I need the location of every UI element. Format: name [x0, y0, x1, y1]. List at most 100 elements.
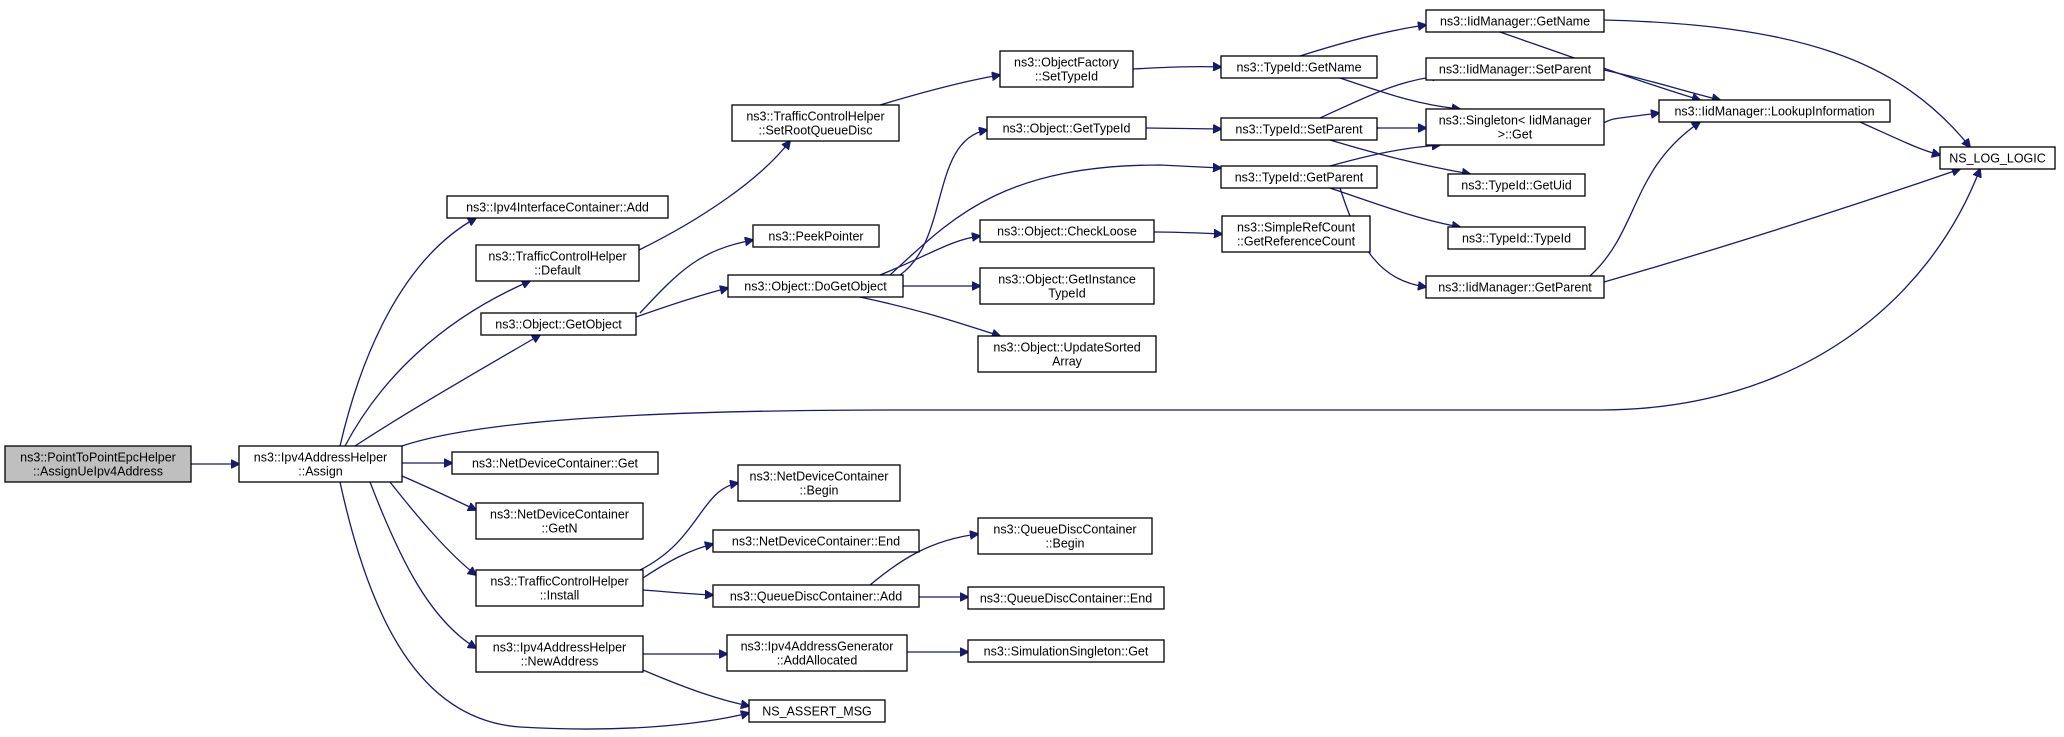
node-tch-install[interactable]: ns3::TrafficControlHelper::Install: [475, 569, 644, 607]
edge-ipv4ah_newaddr-to-ns_assert_msg: [642, 669, 749, 706]
node-label: ::Begin: [800, 484, 839, 498]
edge-path: [1603, 69, 1720, 100]
edge-path: [1589, 122, 1700, 277]
node-label: ns3::IidManager::GetName: [1440, 15, 1590, 29]
node-typeid-getname[interactable]: ns3::TypeId::GetName: [1220, 55, 1378, 79]
node-ns-assert-msg[interactable]: NS_ASSERT_MSG: [748, 699, 886, 723]
edge-iidm_getparent-to-iidm_lookup: [1589, 122, 1700, 277]
edge-obj_dogetobject-to-typeid_getparent: [889, 165, 1221, 276]
node-qdc-end[interactable]: ns3::QueueDiscContainer::End: [967, 586, 1165, 610]
node-label: ns3::Object::CheckLoose: [997, 225, 1137, 239]
edge-obj_getobject-to-obj_dogetobject: [635, 288, 728, 318]
node-label: TypeId: [1048, 287, 1086, 301]
node-label: ns3::TrafficControlHelper: [490, 575, 628, 589]
edge-assign-to-ns_log_logic: [401, 169, 1980, 447]
edge-path: [1329, 187, 1460, 227]
node-label: ns3::SimpleRefCount: [1237, 221, 1356, 235]
node-box: [480, 312, 637, 336]
node-simsingleton-get[interactable]: ns3::SimulationSingleton::Get: [967, 639, 1165, 663]
edge-assign-to-ipv4ah_newaddr: [369, 481, 476, 648]
node-box: [1220, 117, 1378, 141]
node-iidm-lookup[interactable]: ns3::IidManager::LookupInformation: [1658, 99, 1891, 123]
edge-singleton_get-to-iidm_lookup: [1596, 113, 1659, 136]
node-tch-setroot[interactable]: ns3::TrafficControlHelper::SetRootQueueD…: [731, 104, 900, 142]
edge-path: [879, 75, 1000, 106]
node-box: [979, 219, 1155, 243]
node-box: [737, 464, 901, 502]
edge-tch_install-to-qdc_add: [642, 589, 713, 595]
edge-path: [859, 296, 1000, 336]
node-obj-gettypeid[interactable]: ns3::Object::GetTypeId: [986, 116, 1147, 140]
node-tch-default[interactable]: ns3::TrafficControlHelper::Default: [475, 244, 640, 282]
node-box: [999, 50, 1134, 88]
node-label: ns3::QueueDiscContainer: [993, 523, 1136, 537]
node-ns-log-logic[interactable]: NS_LOG_LOGIC: [1939, 146, 2056, 170]
node-singleton-get[interactable]: ns3::Singleton< IidManager >::Get: [1425, 108, 1605, 146]
node-typeid-setparent[interactable]: ns3::TypeId::SetParent: [1220, 117, 1378, 141]
edge-path: [1319, 76, 1440, 119]
node-ndc-get[interactable]: ns3::NetDeviceContainer::Get: [451, 451, 659, 475]
edge-assign-to-obj_getobject: [354, 335, 540, 447]
edge-obj_dogetobject-to-obj_checkloose: [879, 236, 980, 276]
node-label: ns3::TrafficControlHelper: [746, 110, 884, 124]
edge-tch_default-to-tch_setroot: [638, 141, 790, 251]
node-iidm-getparent[interactable]: ns3::IidManager::GetParent: [1425, 275, 1605, 299]
node-box: [451, 451, 659, 475]
edge-path: [1859, 121, 1940, 155]
node-label: ::AssignUeIpv4Address: [33, 465, 163, 479]
node-label: ::NewAddress: [521, 655, 599, 669]
node-simplerefcount[interactable]: ns3::SimpleRefCount::GetReferenceCount: [1221, 215, 1371, 253]
edge-path: [1153, 232, 1222, 234]
node-label: ns3::Ipv4AddressGenerator: [741, 640, 894, 654]
node-label: ::GetReferenceCount: [1237, 235, 1356, 249]
node-label: ns3::NetDeviceContainer::Get: [472, 457, 639, 471]
edge-iidm_lookup-to-ns_log_logic: [1859, 121, 1940, 155]
node-label: ::Begin: [1046, 537, 1085, 551]
edge-path: [889, 165, 1221, 276]
node-label: ns3::Ipv4InterfaceContainer::Add: [466, 201, 649, 215]
node-obj-dogetobject[interactable]: ns3::Object::DoGetObject: [727, 274, 904, 298]
edge-iidm_getname-to-iidm_lookup: [1499, 31, 1700, 100]
node-box: [475, 635, 644, 673]
node-typeid-getparent[interactable]: ns3::TypeId::GetParent: [1220, 165, 1378, 189]
edge-assign-to-ns_assert_msg: [339, 481, 749, 730]
node-label: ns3::Object::GetObject: [495, 318, 622, 332]
node-ipv4ah-newaddr[interactable]: ns3::Ipv4AddressHelper::NewAddress: [475, 635, 644, 673]
node-label: ns3::TypeId::TypeId: [1462, 232, 1571, 246]
edge-path: [1603, 169, 1960, 283]
node-iidm-getname[interactable]: ns3::IidManager::GetName: [1425, 9, 1605, 33]
node-objfactory-settypeid[interactable]: ns3::ObjectFactory::SetTypeId: [999, 50, 1134, 88]
edge-path: [1145, 128, 1221, 129]
edge-path: [401, 169, 1980, 447]
node-ipv4ag-addalloc[interactable]: ns3::Ipv4AddressGenerator::AddAllocated: [726, 634, 908, 672]
node-label: NS_ASSERT_MSG: [762, 705, 872, 719]
node-typeid-typeid[interactable]: ns3::TypeId::TypeId: [1447, 226, 1586, 250]
node-label: ns3::IidManager::LookupInformation: [1674, 105, 1874, 119]
node-peekpointer[interactable]: ns3::PeekPointer: [752, 224, 880, 248]
node-typeid-getuid[interactable]: ns3::TypeId::GetUid: [1447, 173, 1586, 197]
node-label: ns3::Object::GetTypeId: [1003, 122, 1131, 136]
node-assign[interactable]: ns3::Ipv4AddressHelper::Assign: [238, 445, 403, 483]
node-label: ns3::SimulationSingleton::Get: [984, 645, 1149, 659]
edge-path: [1339, 187, 1426, 287]
edge-path: [639, 240, 753, 314]
node-label: ns3::QueueDiscContainer::Add: [730, 590, 902, 604]
node-iidm-setparent[interactable]: ns3::IidManager::SetParent: [1425, 57, 1605, 81]
node-box: [1939, 146, 2056, 170]
node-ndc-getn[interactable]: ns3::NetDeviceContainer::GetN: [475, 502, 644, 540]
node-ndc-begin[interactable]: ns3::NetDeviceContainer::Begin: [737, 464, 901, 502]
node-obj-getobject[interactable]: ns3::Object::GetObject: [480, 312, 637, 336]
edge-path: [401, 475, 476, 510]
edge-typeid_getname-to-singleton_get: [1339, 77, 1460, 109]
edge-path: [1603, 19, 1970, 147]
node-ndc-end[interactable]: ns3::NetDeviceContainer::End: [712, 529, 920, 553]
node-box: [1447, 173, 1586, 197]
edge-path: [1339, 77, 1460, 109]
node-obj-checkloose[interactable]: ns3::Object::CheckLoose: [979, 219, 1155, 243]
node-ipv4ic-add[interactable]: ns3::Ipv4InterfaceContainer::Add: [446, 195, 669, 219]
node-qdc-add[interactable]: ns3::QueueDiscContainer::Add: [712, 584, 920, 608]
node-qdc-begin[interactable]: ns3::QueueDiscContainer::Begin: [977, 517, 1153, 555]
node-label: ns3::TrafficControlHelper: [488, 250, 626, 264]
